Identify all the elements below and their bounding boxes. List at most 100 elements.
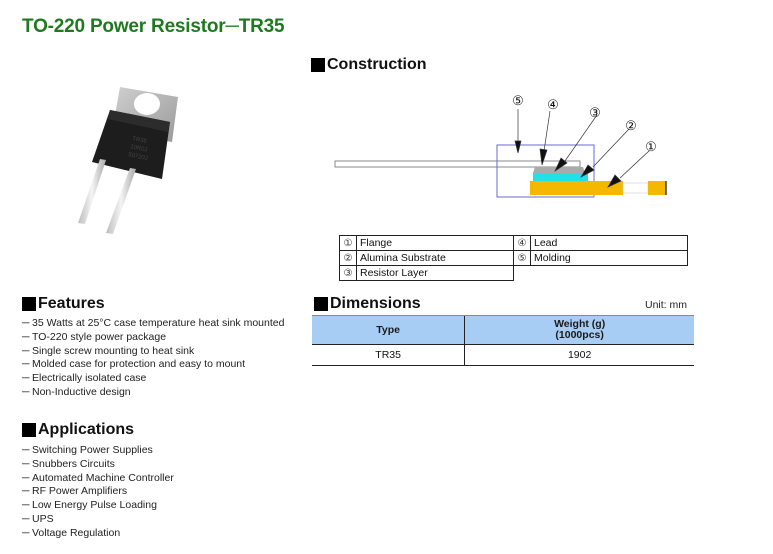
legend-label-substrate: Alumina Substrate [356, 250, 514, 266]
callout-2: ② [625, 118, 637, 133]
application-text: Voltage Regulation [32, 526, 121, 539]
legend-label-molding: Molding [530, 250, 688, 266]
feature-text: Non-Inductive design [32, 385, 131, 398]
dimensions-heading: Dimensions [314, 295, 421, 313]
dash-icon: ─ [22, 457, 30, 470]
dash-icon: ─ [22, 512, 30, 525]
legend-label-resistor-layer: Resistor Layer [356, 265, 514, 281]
list-item: ─35 Watts at 25°C case temperature heat … [22, 317, 284, 331]
list-item: ─Single screw mounting to heat sink [22, 345, 284, 359]
legend-number: ③ [339, 265, 357, 281]
weight-header-line2: (1000pcs) [555, 329, 604, 341]
legend-row: ③ Resistor Layer [339, 265, 688, 281]
legend-number: ② [339, 250, 357, 266]
list-item: ─Automated Machine Controller [22, 472, 174, 486]
features-list: ─35 Watts at 25°C case temperature heat … [22, 317, 284, 400]
resistor-body [92, 110, 170, 179]
legend-row: ① Flange ④ Lead [339, 235, 688, 251]
callout-5: ⑤ [512, 93, 524, 108]
applications-list: ─Switching Power Supplies ─Snubbers Circ… [22, 444, 174, 541]
feature-text: Molded case for protection and easy to m… [32, 358, 246, 371]
dimensions-table: Type Weight (g) (1000pcs) TR35 1902 [312, 315, 694, 366]
column-header-weight: Weight (g) (1000pcs) [464, 315, 694, 345]
unit-label: Unit: mm [645, 299, 687, 311]
marking-text: 10R0J [130, 144, 148, 153]
legend-number: ① [339, 235, 357, 251]
dash-icon: ─ [22, 358, 30, 371]
dash-icon: ─ [22, 385, 30, 398]
application-text: Automated Machine Controller [32, 471, 174, 484]
heading-square-icon [314, 297, 328, 311]
marking-text: 50720J [128, 152, 149, 162]
legend-number: ④ [513, 235, 531, 251]
legend-empty-cell [514, 266, 688, 281]
application-text: Snubbers Circuits [32, 457, 115, 470]
application-text: Switching Power Supplies [32, 444, 153, 456]
dash-icon: ─ [22, 471, 30, 484]
table-header-row: Type Weight (g) (1000pcs) [312, 315, 694, 345]
list-item: ─RF Power Amplifiers [22, 485, 174, 499]
dash-icon: ─ [22, 344, 30, 357]
legend-label-lead: Lead [530, 235, 688, 251]
application-text: Low Energy Pulse Loading [32, 499, 157, 512]
substrate-shape [533, 173, 588, 181]
features-heading-text: Features [38, 295, 105, 312]
feature-text: Electrically isolated case [32, 372, 147, 385]
construction-diagram: ⑤ ④ ③ ② ① [334, 93, 667, 198]
table-row: TR35 1902 [312, 344, 694, 366]
construction-legend-table: ① Flange ④ Lead ② Alumina Substrate ⑤ Mo… [339, 235, 688, 281]
list-item: ─UPS [22, 513, 174, 527]
list-item: ─Voltage Regulation [22, 527, 174, 541]
applications-heading: Applications [22, 421, 134, 439]
heading-square-icon [22, 423, 36, 437]
dash-icon: ─ [22, 317, 30, 329]
list-item: ─Switching Power Supplies [22, 444, 174, 458]
list-item: ─TO-220 style power package [22, 331, 284, 345]
dash-icon: ─ [22, 444, 30, 456]
callout-leaders [514, 109, 650, 188]
application-text: UPS [32, 512, 54, 525]
marking-text: TR35 [132, 136, 148, 145]
callout-1: ① [645, 139, 657, 154]
dash-icon: ─ [22, 485, 30, 498]
flange-end [648, 181, 666, 195]
cell-type: TR35 [312, 344, 465, 366]
feature-text: 35 Watts at 25°C case temperature heat s… [32, 317, 285, 329]
list-item: ─Non-Inductive design [22, 386, 284, 400]
list-item: ─Snubbers Circuits [22, 458, 174, 472]
resistor-layer-shape [533, 167, 585, 173]
legend-number: ⑤ [513, 250, 531, 266]
callout-4: ④ [547, 97, 559, 112]
legend-label-flange: Flange [356, 235, 514, 251]
applications-heading-text: Applications [38, 421, 135, 438]
lead-shape [334, 160, 581, 168]
column-header-type: Type [312, 315, 465, 345]
flange-gap [622, 182, 649, 194]
heading-square-icon [22, 297, 36, 311]
page-title: TO-220 Power Resistor─TR35 [22, 16, 285, 37]
cell-weight: 1902 [464, 344, 694, 366]
product-photo: TR35 10R0J 50720J [78, 87, 178, 234]
list-item: ─Low Energy Pulse Loading [22, 499, 174, 513]
dash-icon: ─ [22, 372, 30, 385]
list-item: ─Electrically isolated case [22, 372, 284, 386]
list-item: ─Molded case for protection and easy to … [22, 358, 284, 372]
feature-text: TO-220 style power package [32, 330, 167, 343]
features-heading: Features [22, 295, 105, 313]
dash-icon: ─ [22, 526, 30, 539]
heading-square-icon [311, 58, 325, 72]
dash-icon: ─ [22, 499, 30, 512]
flange-shape [530, 181, 623, 195]
dash-icon: ─ [22, 330, 30, 343]
construction-heading: Construction [311, 56, 427, 74]
feature-text: Single screw mounting to heat sink [32, 344, 195, 357]
construction-heading-text: Construction [327, 56, 427, 73]
dimensions-heading-text: Dimensions [330, 295, 421, 312]
molding-outline [496, 144, 595, 198]
legend-row: ② Alumina Substrate ⑤ Molding [339, 250, 688, 266]
mounting-hole [134, 93, 160, 115]
application-text: RF Power Amplifiers [32, 485, 128, 498]
weight-header-line1: Weight (g) [554, 318, 606, 330]
callout-3: ③ [589, 105, 601, 120]
leads [78, 159, 136, 234]
